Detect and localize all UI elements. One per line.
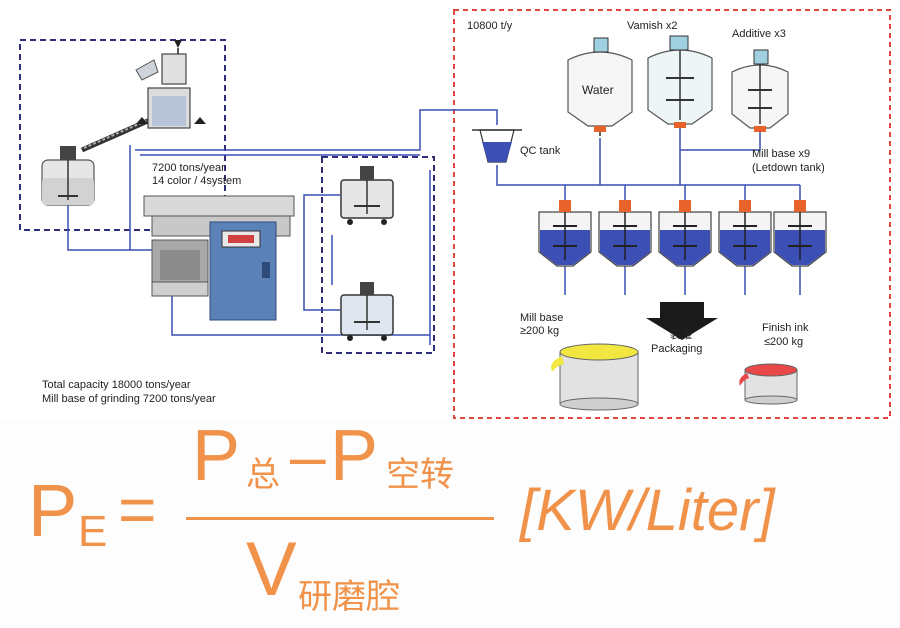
formula-numerator-sub2: 空转 <box>386 456 454 494</box>
additive-tank <box>731 49 789 132</box>
formula-numerator-sub1: 总 <box>246 456 280 494</box>
grind-system-label: 14 color / 4system <box>152 175 242 187</box>
letdown-tank <box>773 200 827 267</box>
flow-diagram-svg <box>19 9 891 419</box>
water-label: Water <box>582 83 614 97</box>
formula-numerator-p2: P <box>330 416 379 496</box>
finish-ink-bucket <box>739 363 798 405</box>
finish-ink-label: Finish ink <box>762 322 809 334</box>
varnish-tank <box>647 35 713 128</box>
grind-capacity-label: 7200 tons/year <box>152 162 225 174</box>
letdown-tank <box>538 200 592 267</box>
packaging-arrow-icon <box>646 302 718 340</box>
varnish-label: Vamish x2 <box>627 20 678 32</box>
pipes <box>67 109 801 345</box>
formula-denominator-sub: 研磨腔 <box>298 578 400 616</box>
grinding-tanks-enclosure <box>321 156 435 354</box>
capacity-top-label: 10800 t/y <box>467 20 513 32</box>
letdown-tank <box>718 200 772 267</box>
letdown-tank <box>658 200 712 267</box>
formula-lhs-subscript: E <box>78 507 108 556</box>
grinding-tank-upper <box>340 166 394 225</box>
mill-base-tank-label: Mill base x9 <box>752 148 811 160</box>
power-density-formula: P E = P 总 – P 空转 V 研磨腔 [KW/Liter] <box>0 420 900 628</box>
premix-mixer-tank <box>41 146 95 206</box>
finish-ink-weight-label: ≤200 kg <box>764 336 804 348</box>
packaging-cn-label: 装罐 <box>670 329 692 341</box>
mill-base-bucket <box>551 343 639 411</box>
formula-unit: [KW/Liter] <box>520 478 775 543</box>
grinding-tank-lower <box>340 282 394 341</box>
qc-tank <box>472 129 522 163</box>
formula-denominator-v: V <box>246 527 297 612</box>
powder-feeder <box>80 40 206 153</box>
mill-base-weight-label: ≥200 kg <box>520 325 560 337</box>
qc-tank-label: QC tank <box>520 145 561 157</box>
letdown-tank <box>598 200 652 267</box>
formula-lhs-p: P <box>28 469 78 552</box>
bead-mill <box>143 195 295 321</box>
formula-equals: = <box>118 472 157 546</box>
total-capacity-note: Total capacity 18000 tons/year <box>42 379 191 391</box>
additive-label: Additive x3 <box>732 28 786 40</box>
packaging-label: Packaging <box>651 343 703 355</box>
formula-numerator-p1: P <box>192 416 241 496</box>
grinding-capacity-note: Mill base of grinding 7200 tons/year <box>42 393 216 405</box>
letdown-enclosure <box>453 9 891 419</box>
water-tank <box>567 37 633 136</box>
letdown-tank-label: (Letdown tank) <box>752 162 825 174</box>
formula-minus: – <box>290 420 326 492</box>
premix-enclosure <box>19 39 226 231</box>
letdown-tanks <box>538 200 827 267</box>
mill-base-output-label: Mill base <box>520 312 564 324</box>
fraction-bar <box>186 517 494 520</box>
